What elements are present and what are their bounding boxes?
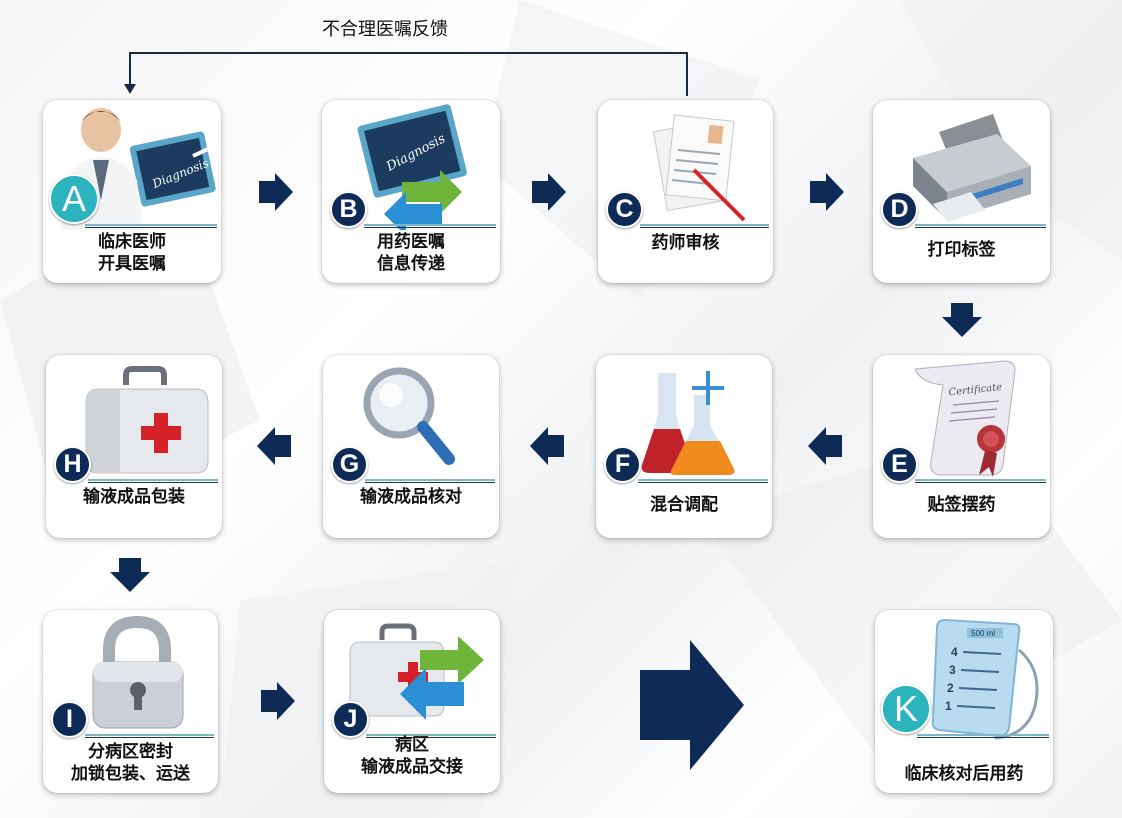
feedback-loop-arrow: [124, 52, 688, 96]
arrow-right-icon: [532, 173, 566, 211]
feedback-label: 不合理医嘱反馈: [322, 19, 448, 40]
padlock-icon: [92, 615, 184, 729]
step-card-a: Diagnosis A 临床医师 开具医嘱: [43, 100, 221, 283]
printer-icon: [913, 114, 1031, 222]
svg-text:4: 4: [951, 645, 958, 659]
step-card-g: G 输液成品核对: [323, 355, 499, 538]
step-badge-e: E: [881, 446, 918, 483]
step-card-k: 500 ml 4 3 2 1 K 临床核对后用药: [875, 610, 1053, 793]
svg-text:1: 1: [945, 699, 952, 713]
arrow-down-icon: [110, 558, 150, 592]
step-badge-b: B: [330, 191, 367, 228]
step-badge-c: C: [606, 191, 643, 228]
step-divider: [365, 479, 495, 481]
step-label-d: 打印标签: [927, 240, 996, 260]
step-label-g: 输液成品核对: [360, 487, 462, 507]
arrow-left-icon: [257, 427, 291, 465]
step-badge-i: I: [51, 701, 88, 738]
step-label-j: 病区 输液成品交接: [361, 735, 463, 777]
magnifier-icon: [363, 367, 455, 465]
step-card-f: F 混合调配: [596, 355, 772, 538]
arrow-down-icon: [942, 303, 982, 337]
step-divider: [88, 479, 218, 481]
step-divider: [638, 479, 768, 481]
svg-text:2: 2: [947, 681, 954, 695]
large-arrow-right-icon: [640, 640, 744, 770]
step-badge-d: D: [881, 191, 918, 228]
step-divider: [915, 224, 1046, 226]
step-card-d: D 打印标签: [873, 100, 1050, 283]
diagnosis-transfer-icon: Diagnosis: [357, 104, 467, 230]
step-label-f: 混合调配: [650, 495, 718, 515]
svg-text:500 ml: 500 ml: [971, 629, 995, 638]
arrow-left-icon: [808, 427, 842, 465]
step-divider: [85, 224, 217, 226]
step-badge-k: K: [881, 684, 931, 734]
step-divider: [640, 224, 769, 226]
certificate-scroll-icon: Certificate: [914, 360, 1016, 477]
step-label-i: 分病区密封 加锁包装、运送: [71, 742, 190, 784]
step-divider: [915, 479, 1046, 481]
medical-case-arrows-icon: [349, 623, 484, 720]
step-label-h: 输液成品包装: [83, 487, 185, 507]
step-badge-h: H: [54, 446, 91, 483]
flasks-mixing-icon: [641, 371, 735, 475]
step-badge-j: J: [332, 701, 369, 738]
step-label-b: 用药医嘱 信息传递: [377, 232, 445, 274]
medical-case-icon: [85, 366, 209, 474]
step-card-i: I 分病区密封 加锁包装、运送: [43, 610, 218, 793]
step-divider: [366, 734, 496, 736]
step-label-c: 药师审核: [651, 233, 720, 253]
iv-bag-icon: 500 ml 4 3 2 1: [931, 618, 1039, 740]
arrow-right-icon: [810, 173, 844, 211]
arrow-left-icon: [530, 427, 564, 465]
step-card-j: J 病区 输液成品交接: [324, 610, 500, 793]
step-label-e: 贴签摆药: [927, 495, 996, 515]
step-card-h: H 输液成品包装: [46, 355, 222, 538]
step-divider: [917, 734, 1049, 736]
step-card-e: Certificate E 贴签摆药: [873, 355, 1050, 538]
step-badge-f: F: [604, 446, 641, 483]
doctor-diagnosis-icon: Diagnosis: [61, 108, 221, 230]
step-divider: [85, 734, 214, 736]
arrow-right-icon: [261, 682, 295, 720]
step-badge-g: G: [331, 446, 368, 483]
documents-pen-icon: [652, 114, 746, 222]
step-card-c: C 药师审核: [598, 100, 773, 283]
step-divider: [364, 224, 496, 226]
arrow-right-icon: [259, 173, 293, 211]
step-badge-a: A: [49, 174, 99, 224]
step-label-a: 临床医师 开具医嘱: [98, 232, 166, 274]
step-card-b: Diagnosis B 用药医嘱 信息传递: [322, 100, 500, 283]
svg-text:3: 3: [949, 663, 956, 677]
step-label-k: 临床核对后用药: [904, 764, 1024, 784]
